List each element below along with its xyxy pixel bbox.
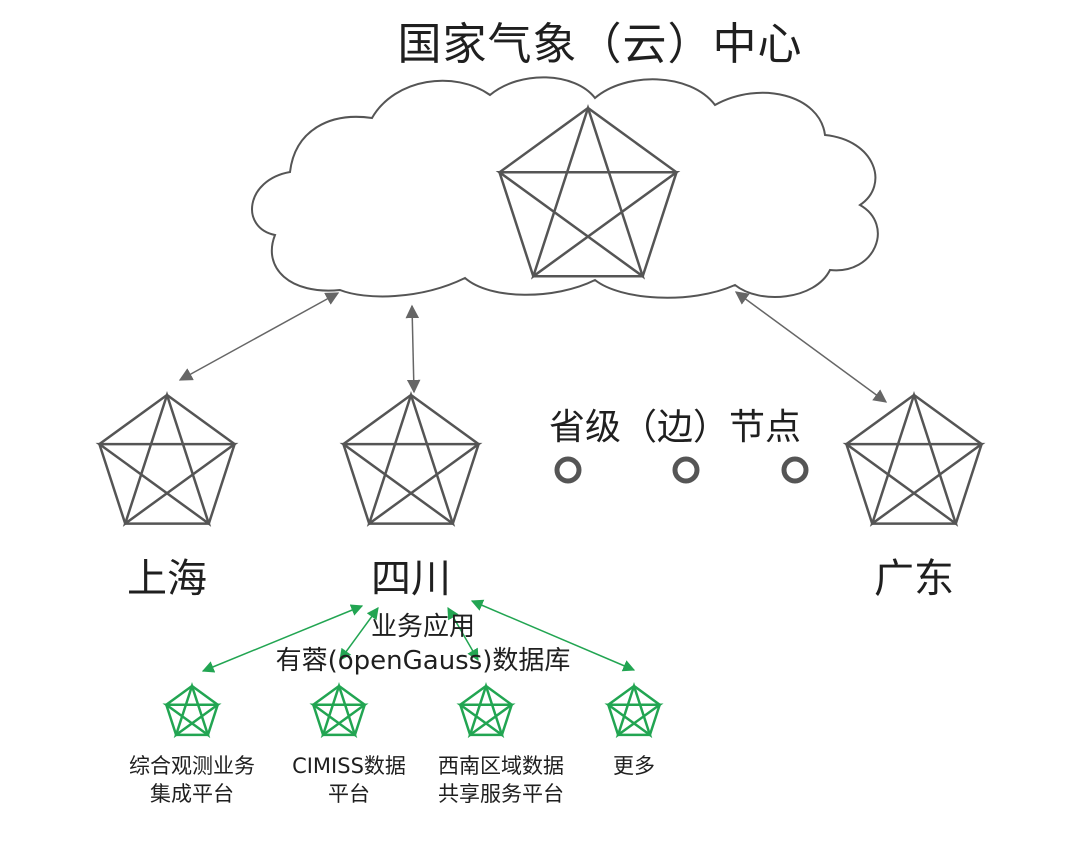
more-node-dot-3 [781,456,809,484]
more-node-dot-1 [554,456,582,484]
platform-2-label-line1: CIMISS数据 [292,754,406,778]
node-label-shanghai: 上海 [127,556,207,602]
platform-4-icon [604,681,664,739]
sichuan-node-icon [339,390,483,527]
shanghai-cloud-arrow [178,292,340,381]
sichuan-platform-4-arrow [470,599,636,672]
platform-4-label-line1: 更多 [613,754,655,778]
platform-1-label-line1: 综合观测业务 [129,754,255,778]
platform-3-icon [456,681,516,739]
platform-1-label-line2: 集成平台 [150,782,234,806]
cloud-shape [251,76,879,299]
platform-2-label-line2: 平台 [328,782,370,806]
more-node-dot-2 [672,456,700,484]
platform-3-label-line1: 西南区域数据 [438,754,564,778]
platform-2-icon [309,681,369,739]
sichuan-app-label: 业务应用 [370,612,475,642]
provincial-nodes-label: 省级（边）节点 [548,407,801,448]
platform-1-label: 综合观测业务 集成平台 [112,752,272,808]
guangdong-cloud-arrow [734,291,888,403]
diagram-title: 国家气象（云）中心 [397,19,803,70]
guangdong-node-icon [842,390,986,527]
platform-4-label: 更多 [584,752,684,780]
platform-1-icon [162,681,222,739]
platform-2-label: CIMISS数据 平台 [269,752,429,808]
platform-3-label-line2: 共享服务平台 [438,782,564,806]
shanghai-node-icon [95,390,239,527]
central-node-icon [495,103,681,280]
node-label-sichuan: 四川 [371,556,451,602]
sichuan-platform-2-arrow [339,607,379,661]
sichuan-database-label: 有蓉(openGauss)数据库 [275,646,571,676]
sichuan-platform-1-arrow [201,604,364,673]
sichuan-cloud-arrow [405,304,421,394]
platform-3-label: 西南区域数据 共享服务平台 [416,752,586,808]
node-label-guangdong: 广东 [874,556,954,602]
